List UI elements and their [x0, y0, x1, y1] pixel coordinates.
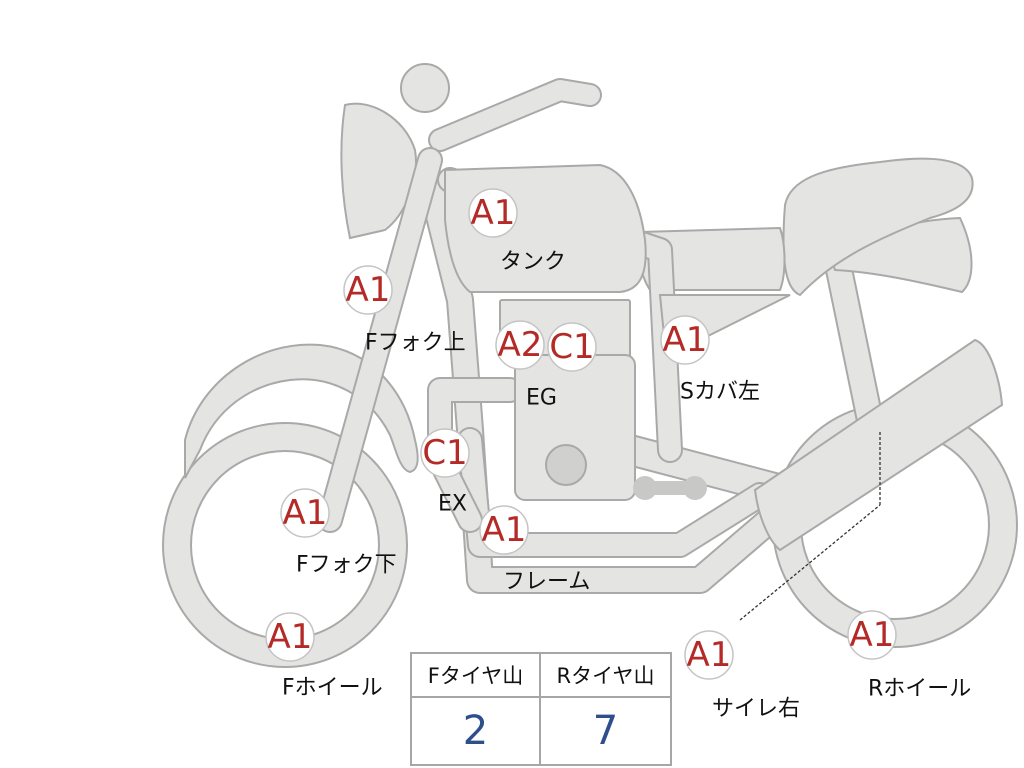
label-fork-lower: Fフォク下 [296, 553, 397, 578]
label-frame: フレーム [503, 570, 590, 595]
exhaust-pipe [427, 377, 523, 533]
label-exhaust: EX [438, 492, 467, 517]
svg-text:A1: A1 [471, 193, 516, 233]
badge-rear-wheel: A1 [847, 610, 897, 660]
label-muffler: サイレ右 [712, 697, 800, 722]
badge-tank: A1 [468, 188, 518, 238]
muffler [753, 338, 1004, 552]
rear-shock [821, 236, 884, 434]
rear-tire-value: 7 [592, 708, 619, 754]
label-side-cover: Sカバ左 [680, 380, 760, 405]
label-tank: タンク [500, 250, 566, 275]
svg-text:A1: A1 [283, 493, 328, 533]
label-rear-wheel: Rホイール [868, 677, 971, 702]
badge-engine-2: C1 [547, 322, 597, 372]
tire-tread-table: Fタイヤ山 Rタイヤ山 2 7 [410, 652, 672, 766]
svg-text:A1: A1 [663, 320, 708, 360]
badge-frame: A1 [479, 505, 529, 555]
badge-fork-lower: A1 [280, 488, 330, 538]
badge-engine-1: A2 [495, 320, 545, 370]
svg-text:A2: A2 [498, 325, 543, 365]
badge-side-cover: A1 [660, 315, 710, 365]
svg-text:A1: A1 [850, 615, 895, 655]
leader-lines [739, 430, 881, 621]
front-tire-header: Fタイヤ山 [412, 654, 541, 698]
label-engine: EG [526, 386, 557, 411]
svg-text:A1: A1 [482, 510, 527, 550]
label-fork-upper: Fフォク上 [365, 331, 466, 356]
front-tire-value: 2 [412, 698, 541, 764]
badge-fork-upper: A1 [343, 265, 393, 315]
seat [782, 157, 974, 297]
svg-text:A1: A1 [687, 635, 732, 675]
rear-tire-header: Rタイヤ山 [541, 654, 670, 698]
badge-muffler: A1 [684, 630, 734, 680]
mirror [400, 63, 450, 113]
svg-text:A1: A1 [268, 617, 313, 657]
badge-front-wheel: A1 [265, 612, 315, 662]
footpeg [633, 476, 707, 500]
label-front-wheel: Fホイール [282, 676, 383, 701]
svg-text:C1: C1 [422, 433, 467, 473]
svg-text:C1: C1 [549, 327, 594, 367]
svg-text:A1: A1 [346, 270, 391, 310]
front-fork [317, 147, 443, 533]
handlebar [428, 78, 602, 152]
badge-exhaust: C1 [420, 428, 470, 478]
